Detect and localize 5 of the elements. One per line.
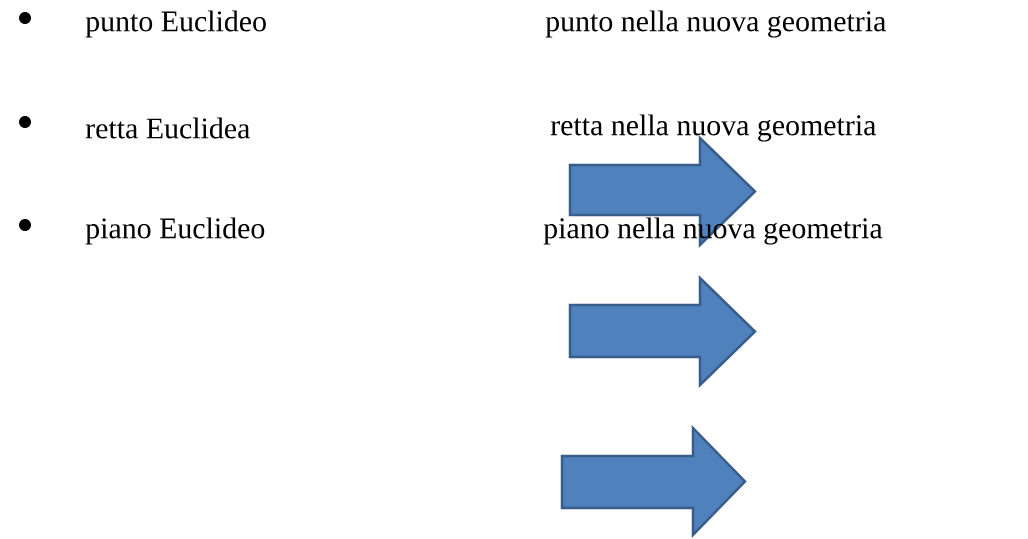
list-item-text: piano Euclideo xyxy=(85,217,265,245)
list-item-text: retta nella nuova geometria xyxy=(550,114,876,142)
list-item-text: retta Euclidea xyxy=(85,117,250,139)
list-item-text: punto nella nuova geometria xyxy=(545,10,886,38)
list-item-text: punto Euclideo xyxy=(85,10,266,38)
